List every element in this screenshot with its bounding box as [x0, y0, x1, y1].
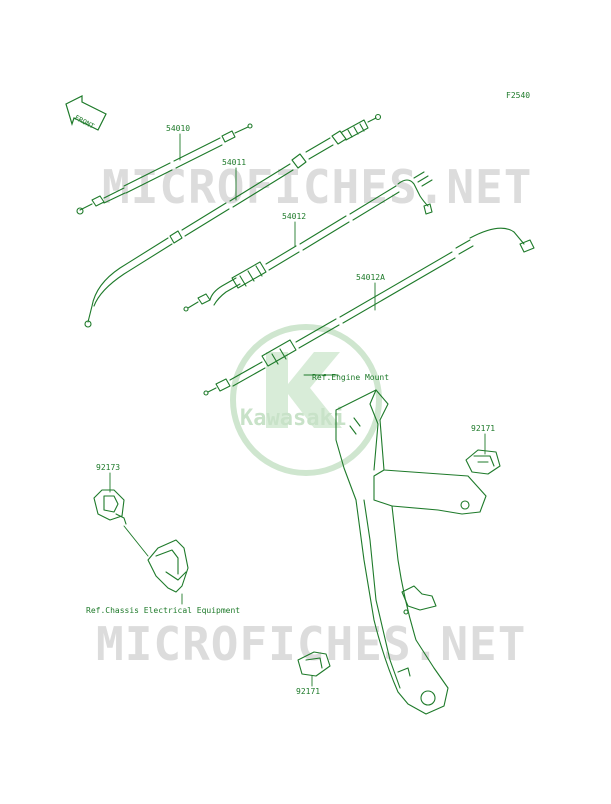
- label-54011: 54011: [222, 158, 246, 167]
- label-54010: 54010: [166, 124, 190, 133]
- logo-text: Kawasaki: [240, 406, 346, 431]
- figure-code: F2540: [506, 91, 530, 100]
- ref-engine-mount: Ref.Engine Mount: [312, 373, 389, 382]
- label-54012A: 54012A: [356, 273, 385, 282]
- frame-bracket: [335, 389, 487, 715]
- cable-54010: [76, 123, 253, 215]
- label-92173: 92173: [96, 463, 120, 472]
- watermark-text-top: MICROFICHES.NET: [102, 160, 532, 214]
- ref-chassis-electrical: Ref.Chassis Electrical Equipment: [86, 606, 240, 615]
- clamp-92171-bottom: [297, 651, 331, 677]
- cable-54011: [84, 113, 382, 328]
- cable-54012: [183, 171, 433, 312]
- clamp-92173: [93, 489, 127, 525]
- part-labels: 54010 54011 54012 54012A Ref.Engine Moun…: [86, 124, 495, 696]
- leader-lines: [109, 133, 486, 687]
- cable-54012A: [203, 227, 535, 396]
- kawasaki-logo-watermark: Kawasaki: [230, 324, 382, 476]
- label-54012: 54012: [282, 212, 306, 221]
- front-arrow-icon: FRONT: [65, 95, 107, 131]
- wire-guide: [147, 539, 189, 593]
- label-92171-top: 92171: [471, 424, 495, 433]
- clamp-92171-top: [465, 449, 501, 475]
- watermark-group: MICROFICHES.NET MICROFICHES.NET: [96, 160, 532, 671]
- label-92171-bottom: 92171: [296, 687, 320, 696]
- watermark-text-bottom: MICROFICHES.NET: [96, 617, 526, 671]
